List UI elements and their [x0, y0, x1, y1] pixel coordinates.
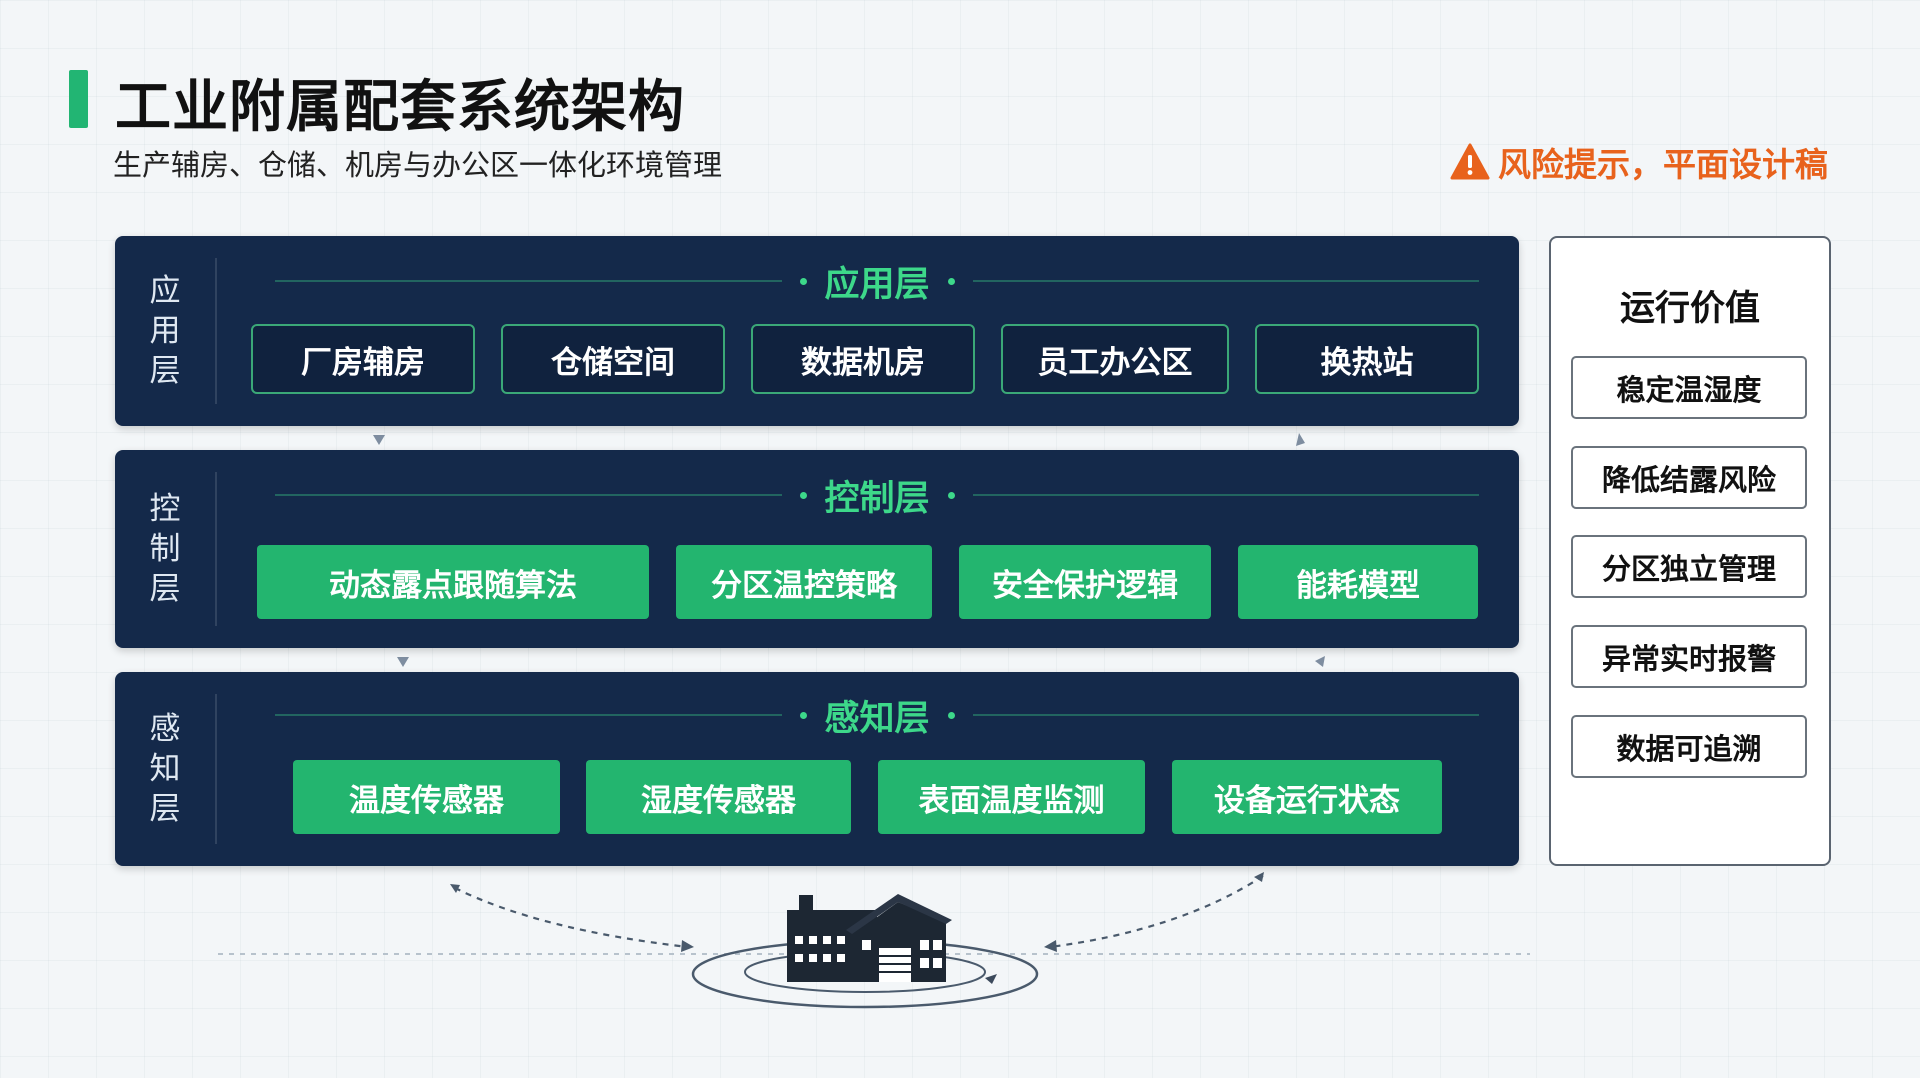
control-layer-side-label: 控制层 [149, 491, 181, 607]
risk-note: 风险提示，平面设计稿 [1450, 138, 1828, 186]
app-item-data-room[interactable]: 数据机房 [751, 324, 975, 394]
warning-icon [1450, 143, 1490, 181]
control-layer: 控制层 控制层 动态露点跟随算法 分区温控策略 安全保护逻辑 能耗模型 [115, 450, 1519, 648]
perception-layer-side-label: 感知层 [149, 711, 181, 827]
application-layer-heading: 应用层 [275, 259, 1480, 305]
divider [215, 258, 217, 404]
panel-title: 运行价值 [1619, 289, 1760, 329]
down-arrow-icon [1315, 656, 1325, 667]
value-item[interactable]: 异常实时报警 [1571, 625, 1807, 688]
application-layer: 应用层 应用层 厂房辅房 仓储空间 数据机房 员工办公区 换热站 [115, 236, 1519, 426]
ctrl-item-zone-temp-strategy[interactable]: 分区温控策略 [676, 545, 932, 619]
ctrl-item-dewpoint-algorithm[interactable]: 动态露点跟随算法 [257, 545, 649, 619]
control-layer-heading: 控制层 [275, 473, 1480, 519]
sense-item-equipment-status[interactable]: 设备运行状态 [1172, 760, 1442, 834]
perception-layer-title: 感知层 [824, 698, 930, 739]
sense-item-temp-sensor[interactable]: 温度传感器 [293, 760, 560, 834]
risk-note-text: 风险提示，平面设计稿 [1498, 145, 1828, 184]
app-item-heat-station[interactable]: 换热站 [1255, 324, 1479, 394]
down-arrow-icon [397, 657, 409, 667]
value-item[interactable]: 降低结露风险 [1571, 446, 1807, 509]
factory-building-icon [787, 894, 952, 982]
operation-value-panel: 运行价值 稳定温湿度 降低结露风险 分区独立管理 异常实时报警 数据可追溯 [1549, 236, 1831, 866]
value-item[interactable]: 分区独立管理 [1571, 535, 1807, 598]
perception-layer: 感知层 感知层 温度传感器 湿度传感器 表面温度监测 设备运行状态 [115, 672, 1519, 866]
page-subtitle: 生产辅房、仓储、机房与办公区一体化环境管理 [113, 148, 723, 182]
application-layer-side-label: 应用层 [149, 273, 181, 389]
control-layer-title: 控制层 [824, 478, 930, 519]
value-item[interactable]: 稳定温湿度 [1571, 356, 1807, 419]
down-arrow-icon [1296, 433, 1305, 446]
perception-layer-heading: 感知层 [275, 693, 1480, 739]
down-arrow-icon [373, 435, 385, 445]
ctrl-item-energy-model[interactable]: 能耗模型 [1238, 545, 1478, 619]
divider [215, 472, 217, 626]
divider [215, 694, 217, 844]
app-item-office[interactable]: 员工办公区 [1001, 324, 1229, 394]
title-accent-bar [69, 70, 88, 128]
application-layer-title: 应用层 [824, 264, 930, 305]
ctrl-item-safety-logic[interactable]: 安全保护逻辑 [959, 545, 1211, 619]
app-item-storage[interactable]: 仓储空间 [501, 324, 725, 394]
sense-item-surface-temp[interactable]: 表面温度监测 [878, 760, 1145, 834]
sense-item-humidity-sensor[interactable]: 湿度传感器 [586, 760, 851, 834]
app-item-workshop-aux[interactable]: 厂房辅房 [251, 324, 475, 394]
value-item[interactable]: 数据可追溯 [1571, 715, 1807, 778]
page-title: 工业附属配套系统架构 [115, 75, 685, 140]
